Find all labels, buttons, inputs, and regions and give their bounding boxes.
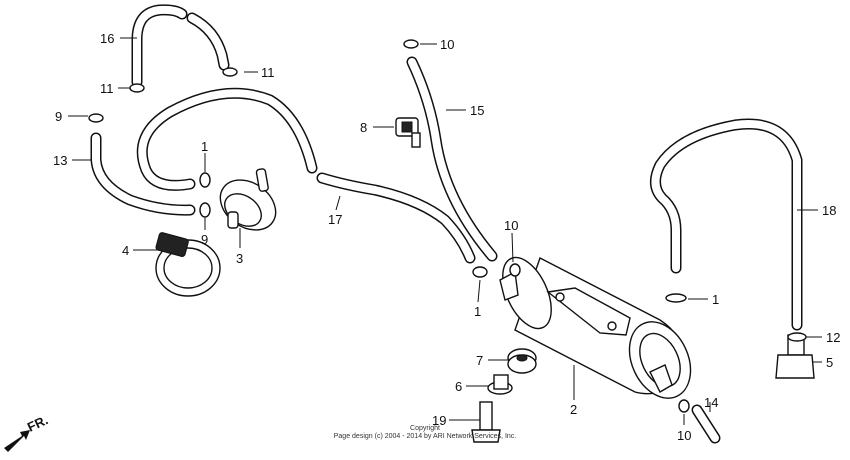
hose-clip[interactable] <box>395 117 421 148</box>
clamp-9a[interactable] <box>88 113 104 123</box>
purge-valve[interactable] <box>211 168 285 240</box>
callout-1c: 1 <box>712 292 719 307</box>
callout-1b: 1 <box>474 304 481 319</box>
clamp-11a[interactable] <box>129 83 145 93</box>
callout-16: 16 <box>100 31 114 46</box>
callout-1a: 1 <box>201 139 208 154</box>
clamp-10a[interactable] <box>403 39 419 49</box>
clamp-9b[interactable] <box>199 202 211 218</box>
hose-18[interactable] <box>650 118 803 331</box>
mounting-band[interactable] <box>155 232 221 297</box>
collar[interactable] <box>487 374 513 395</box>
hose-13[interactable] <box>90 132 196 216</box>
callout-4: 4 <box>122 243 129 258</box>
callout-13: 13 <box>53 153 67 168</box>
callout-12: 12 <box>826 330 840 345</box>
callout-10c: 10 <box>677 428 691 443</box>
callout-11b: 11 <box>261 65 275 80</box>
grommet[interactable] <box>507 348 537 374</box>
copyright-line-2: Page design (c) 2004 - 2014 by ARI Netwo… <box>334 433 517 440</box>
callout-10a: 10 <box>440 37 454 52</box>
hose-loop[interactable] <box>136 87 318 191</box>
front-arrow-icon <box>4 430 30 452</box>
callout-7: 7 <box>476 353 483 368</box>
clamp-10b[interactable] <box>509 263 521 277</box>
leader-lines <box>68 37 822 425</box>
flange-bolt[interactable] <box>471 401 501 443</box>
callout-15: 15 <box>470 103 484 118</box>
clamp-12[interactable] <box>787 332 807 342</box>
callout-8: 8 <box>360 120 367 135</box>
hose-17[interactable] <box>316 172 476 264</box>
callout-11a: 11 <box>100 81 114 96</box>
callout-19: 19 <box>432 413 446 428</box>
clamp-1a[interactable] <box>199 172 211 188</box>
clamp-1c[interactable] <box>665 293 687 303</box>
callout-9b: 9 <box>201 232 208 247</box>
callout-10b: 10 <box>504 218 518 233</box>
front-direction-indicator: FR. <box>4 412 50 452</box>
clamp-11b[interactable] <box>222 67 238 77</box>
callout-labels: 16 11 11 9 13 1 9 3 4 8 10 15 17 10 1 1 … <box>53 31 840 443</box>
canister[interactable] <box>493 250 702 408</box>
callout-2: 2 <box>570 402 577 417</box>
callout-3: 3 <box>236 251 243 266</box>
hose-16[interactable] <box>131 4 230 88</box>
front-label: FR. <box>25 412 50 434</box>
copyright-line-1: Copyright <box>410 425 440 432</box>
callout-5: 5 <box>826 355 833 370</box>
hose-15[interactable] <box>406 56 498 262</box>
callout-17: 17 <box>328 212 342 227</box>
callout-14: 14 <box>704 395 718 410</box>
copyright-notice: Copyright Page design (c) 2004 - 2014 by… <box>334 425 517 440</box>
callout-9a: 9 <box>55 109 62 124</box>
clamp-1b[interactable] <box>472 266 488 278</box>
callout-6: 6 <box>455 379 462 394</box>
callout-18: 18 <box>822 203 836 218</box>
clamp-10c[interactable] <box>678 399 690 413</box>
tube-14[interactable] <box>691 404 721 444</box>
